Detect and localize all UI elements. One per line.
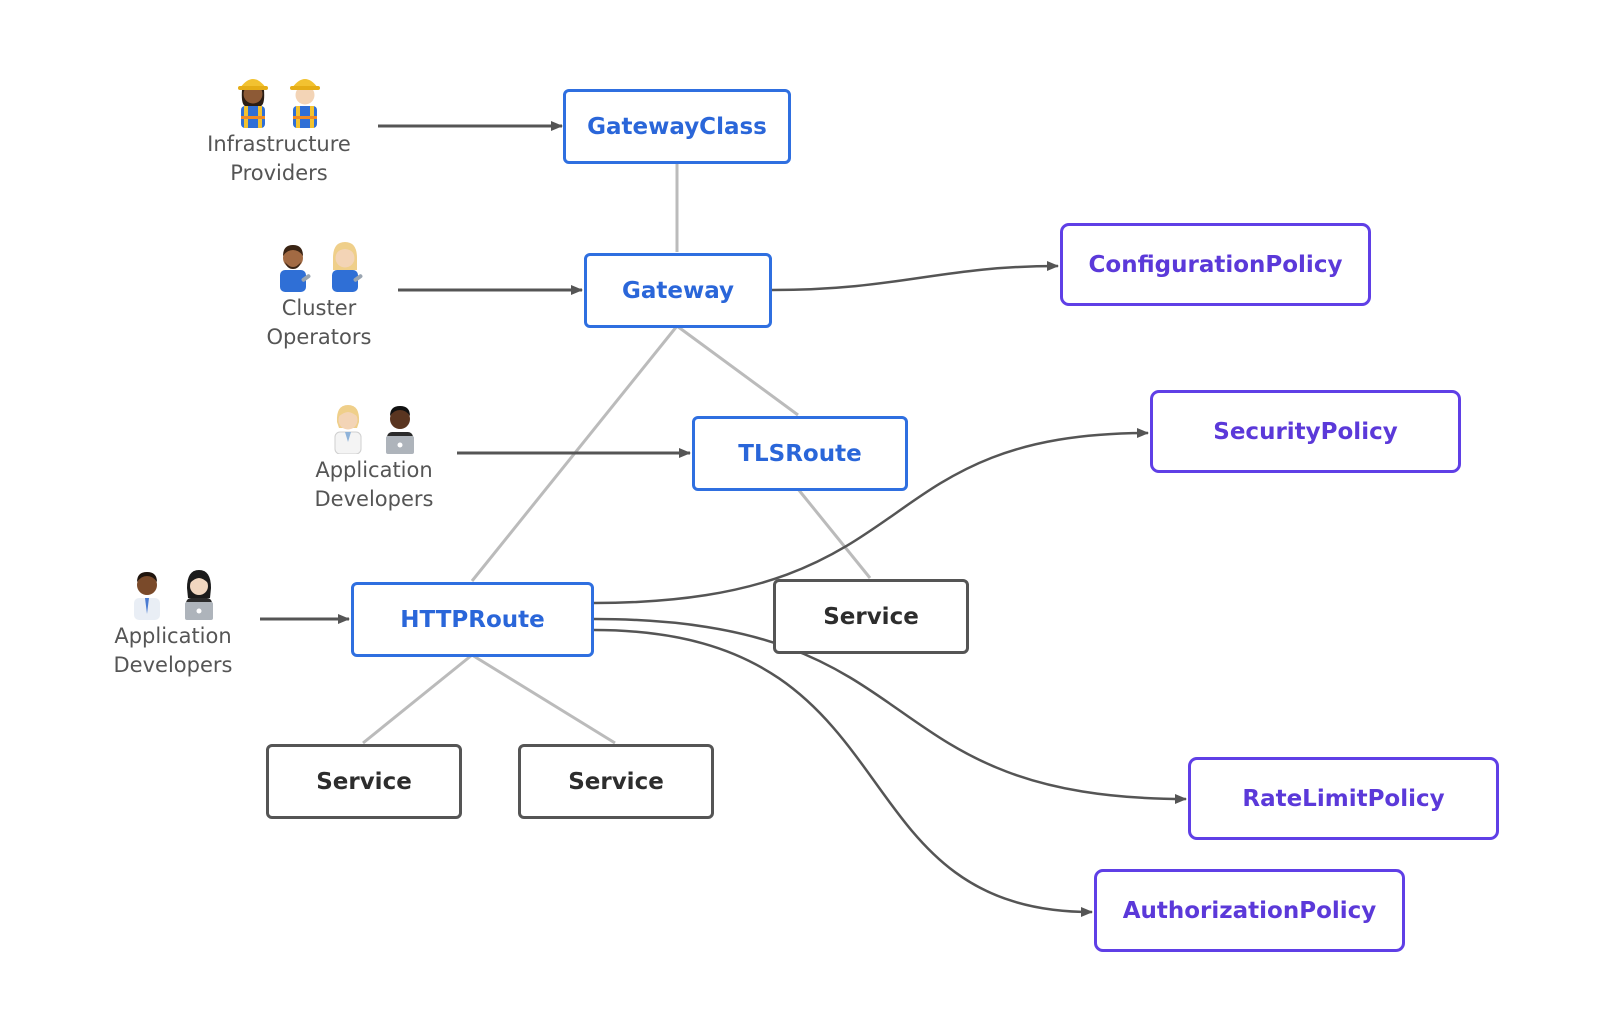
gateway-node[interactable]: Gateway xyxy=(584,253,772,328)
technologist-icon xyxy=(386,406,414,454)
persona-operators-line1: Cluster xyxy=(281,296,357,320)
connector-tlsroute-service xyxy=(796,488,872,579)
scientist-icon xyxy=(334,405,362,454)
persona-infrastructure-providers: Infrastructure Providers xyxy=(184,72,374,188)
technologist-woman-icon xyxy=(185,570,213,620)
gatewayclass-node[interactable]: GatewayClass xyxy=(563,89,791,164)
connector-httproute-service-1 xyxy=(362,653,473,745)
construction-worker-man-icon xyxy=(290,79,320,128)
arrow-httproute-to-securitypolicy xyxy=(593,428,1149,605)
arrow-gateway-to-configurationpolicy xyxy=(771,261,1059,292)
construction-worker-woman-icon xyxy=(238,79,268,128)
connector-httproute-service-2 xyxy=(471,653,616,745)
persona-cluster-operators: Cluster Operators xyxy=(234,236,404,352)
persona-application-developers-http: Application Developers xyxy=(88,564,258,680)
arrow-httproute-to-authorizationpolicy xyxy=(593,628,1093,917)
ratelimitpolicy-node[interactable]: RateLimitPolicy xyxy=(1188,757,1499,840)
tlsroute-label: TLSRoute xyxy=(738,440,862,467)
http-service-label-1: Service xyxy=(316,768,412,795)
tls-service-label: Service xyxy=(823,603,919,630)
persona-infra-line1: Infrastructure xyxy=(207,132,351,156)
office-worker-man-icon xyxy=(134,572,160,620)
mechanic-man-icon xyxy=(280,245,311,292)
tlsroute-node[interactable]: TLSRoute xyxy=(692,416,908,491)
securitypolicy-node[interactable]: SecurityPolicy xyxy=(1150,390,1461,473)
httproute-node[interactable]: HTTPRoute xyxy=(351,582,594,657)
configurationpolicy-node[interactable]: ConfigurationPolicy xyxy=(1060,223,1371,306)
persona-appdev1-line1: Application xyxy=(315,458,433,482)
http-service-node-1[interactable]: Service xyxy=(266,744,462,819)
persona-appdev2-line2: Developers xyxy=(113,653,233,677)
persona-appdev1-line2: Developers xyxy=(314,487,434,511)
authorizationpolicy-label: AuthorizationPolicy xyxy=(1122,897,1377,924)
persona-infra-line2: Providers xyxy=(230,161,328,185)
connector-gateway-tlsroute xyxy=(676,324,799,417)
securitypolicy-label: SecurityPolicy xyxy=(1213,418,1398,445)
configurationpolicy-label: ConfigurationPolicy xyxy=(1088,251,1343,278)
mechanic-woman-icon xyxy=(332,242,363,292)
authorizationpolicy-node[interactable]: AuthorizationPolicy xyxy=(1094,869,1405,952)
persona-appdev2-line1: Application xyxy=(114,624,232,648)
tls-service-node[interactable]: Service xyxy=(773,579,969,654)
httproute-label: HTTPRoute xyxy=(400,606,545,633)
persona-application-developers-tls: Application Developers xyxy=(289,398,459,514)
gatewayclass-label: GatewayClass xyxy=(587,113,767,140)
persona-operators-line2: Operators xyxy=(266,325,372,349)
arrow-httproute-to-ratelimitpolicy xyxy=(593,617,1187,804)
gateway-label: Gateway xyxy=(621,277,735,304)
http-service-node-2[interactable]: Service xyxy=(518,744,714,819)
http-service-label-2: Service xyxy=(568,768,664,795)
ratelimitpolicy-label: RateLimitPolicy xyxy=(1242,785,1445,812)
